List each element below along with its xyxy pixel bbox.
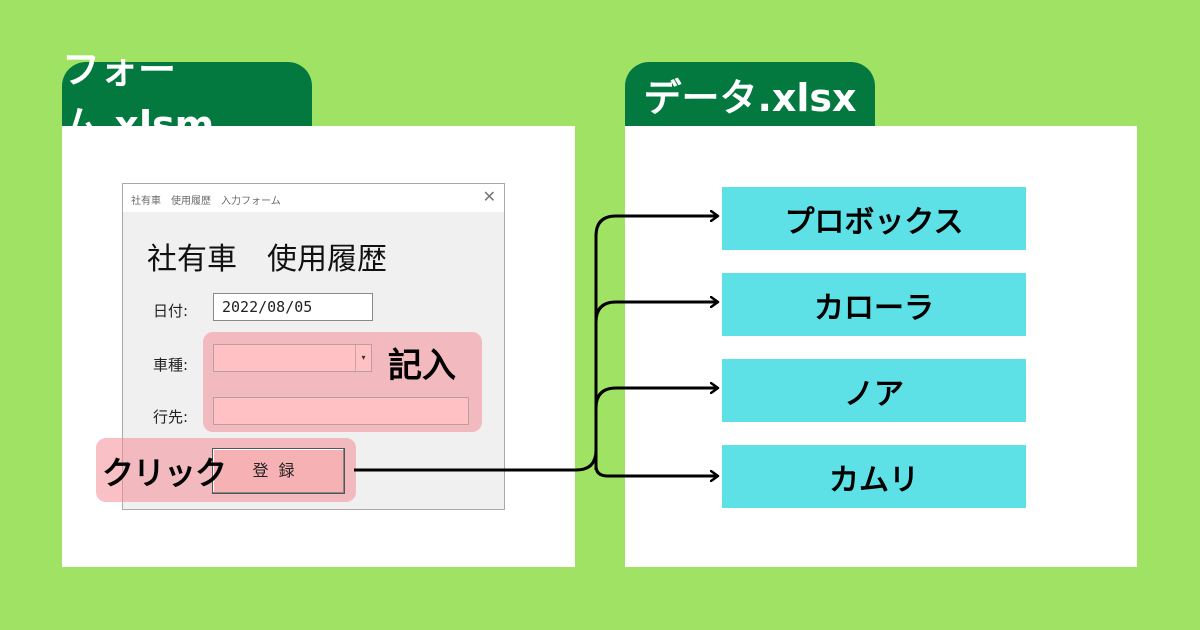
form-window-title: 社有車 使用履歴 入力フォーム	[131, 196, 281, 207]
form-heading: 社有車 使用履歴	[147, 242, 387, 277]
arrow-to-record-2	[594, 302, 718, 323]
close-icon[interactable]: ✕	[482, 187, 496, 206]
record-box: カムリ	[722, 445, 1026, 508]
form-file-tab: フォーム.xlsm	[62, 48, 312, 147]
chevron-down-icon[interactable]: ▾	[355, 345, 371, 371]
record-label: カムリ	[829, 462, 919, 498]
date-input[interactable]: 2022/08/05	[213, 293, 373, 321]
flow-line-main	[354, 449, 598, 472]
register-button[interactable]: 登録	[212, 448, 345, 494]
car-type-label: 車種:	[153, 356, 189, 374]
form-title-bar	[123, 184, 504, 212]
record-label: カローラ	[814, 290, 934, 326]
record-box: プロボックス	[722, 187, 1026, 250]
input-annotation: 記入	[388, 346, 456, 386]
arrow-to-record-1	[594, 216, 718, 470]
arrow-to-record-4	[594, 465, 718, 476]
car-type-select[interactable]: ▾	[213, 344, 372, 372]
date-label: 日付:	[153, 302, 189, 320]
destination-input[interactable]	[213, 397, 469, 425]
record-label: ノア	[844, 376, 904, 412]
data-file-tab: データ.xlsx	[625, 62, 875, 126]
destination-label: 行先:	[153, 408, 189, 426]
record-box: カローラ	[722, 273, 1026, 336]
arrow-to-record-3	[594, 388, 718, 409]
record-label: プロボックス	[784, 204, 964, 240]
click-annotation: クリック	[102, 454, 227, 492]
record-box: ノア	[722, 359, 1026, 422]
data-file-name: データ.xlsx	[643, 75, 857, 120]
